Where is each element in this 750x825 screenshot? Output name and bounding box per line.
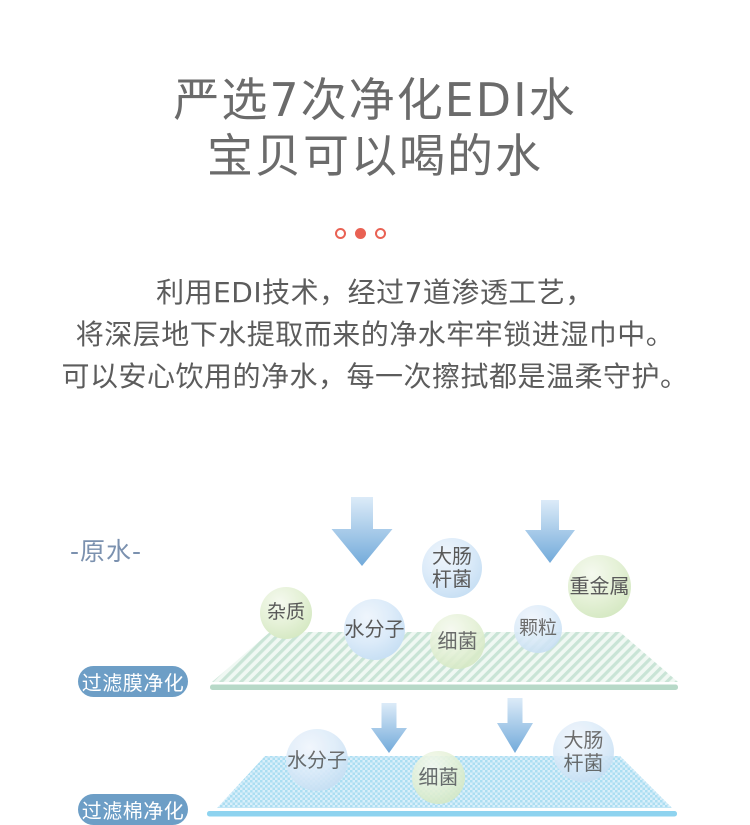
particle-bubble: 细菌 bbox=[430, 614, 485, 669]
stage2-badge: 过滤棉净化 bbox=[78, 794, 188, 825]
dot-indicator bbox=[335, 228, 346, 239]
down-arrow-icon bbox=[525, 500, 575, 563]
raw-water-label: -原水- bbox=[70, 537, 143, 566]
particle-bubble: 大肠杆菌 bbox=[422, 538, 482, 598]
filter-membrane-edge bbox=[210, 684, 678, 690]
particle-bubble: 水分子 bbox=[286, 729, 348, 791]
particle-bubble: 大肠杆菌 bbox=[553, 721, 614, 782]
description-paragraph: 利用EDI技术，经过7道渗透工艺， 将深层地下水提取而来的净水牢牢锁进湿巾中。 … bbox=[0, 272, 750, 398]
carousel-dots bbox=[335, 228, 386, 239]
particle-bubble: 重金属 bbox=[568, 555, 631, 618]
down-arrow-icon bbox=[331, 497, 393, 566]
down-arrow-icon bbox=[371, 703, 407, 753]
dot-indicator-active bbox=[355, 228, 366, 239]
dot-indicator bbox=[375, 228, 386, 239]
cotton-membrane-edge bbox=[207, 811, 677, 817]
stage1-badge: 过滤膜净化 bbox=[78, 666, 188, 697]
paragraph-line2: 将深层地下水提取而来的净水牢牢锁进湿巾中。 bbox=[75, 318, 675, 351]
particle-bubble: 水分子 bbox=[344, 599, 405, 660]
down-arrow-icon bbox=[497, 698, 533, 753]
paragraph-line3: 可以安心饮用的净水，每一次擦拭都是温柔守护。 bbox=[61, 360, 689, 393]
headline: 严选7次净化EDI水 宝贝可以喝的水 bbox=[0, 72, 750, 184]
paragraph-line1: 利用EDI技术，经过7道渗透工艺， bbox=[156, 276, 594, 309]
headline-line1: 严选7次净化EDI水 bbox=[173, 73, 577, 127]
particle-bubble: 杂质 bbox=[260, 587, 312, 639]
particle-bubble: 颗粒 bbox=[514, 605, 562, 653]
headline-line2: 宝贝可以喝的水 bbox=[207, 129, 543, 183]
particle-bubble: 细菌 bbox=[412, 751, 465, 804]
